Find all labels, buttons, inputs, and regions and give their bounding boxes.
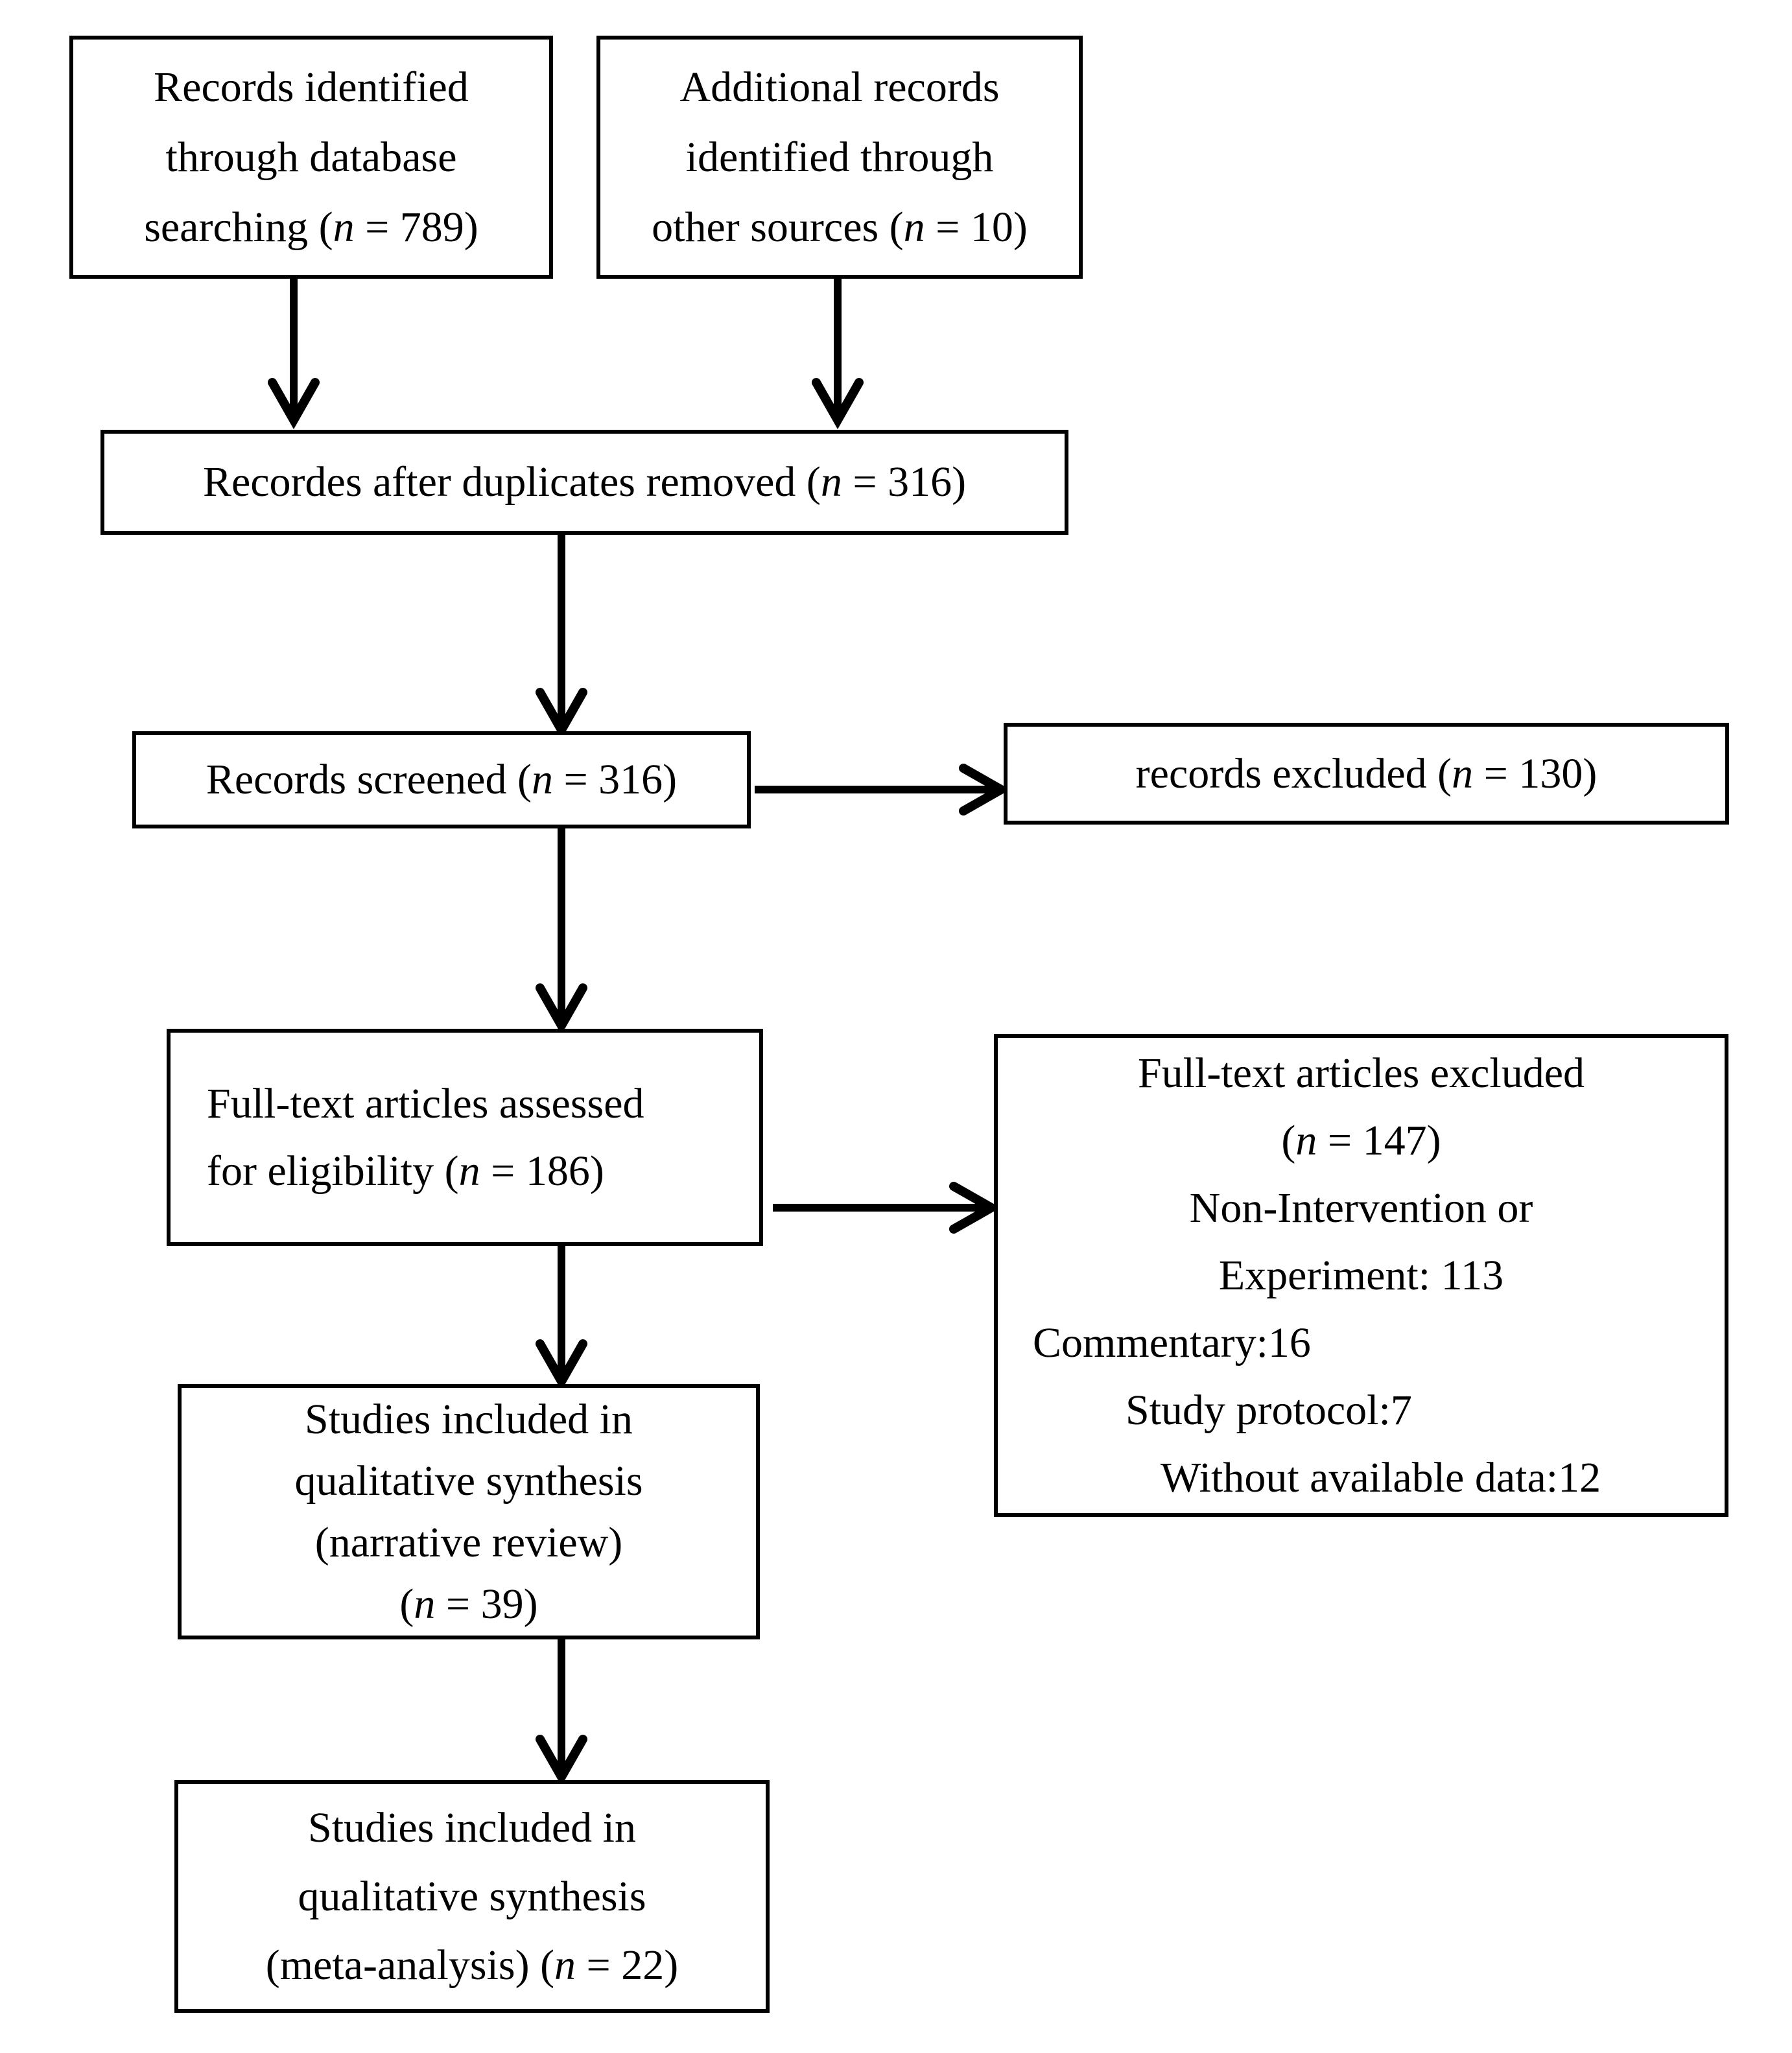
box-records-excluded: records excluded (n = 130): [1004, 723, 1729, 825]
box-records-screened: Records screened (n = 316): [132, 731, 751, 828]
box-text-line: (meta-analysis) (n = 22): [265, 1941, 679, 1989]
box-text-line: Non-Intervention or: [1189, 1184, 1533, 1232]
box-studies-qualitative-synthesis-meta-analysis: Studies included in qualitative synthesis…: [174, 1780, 770, 2013]
box-text-line: Experiment: 113: [1218, 1251, 1504, 1299]
box-studies-qualitative-synthesis-narrative: Studies included in qualitative synthesis…: [178, 1384, 760, 1639]
box-text-line: other sources (n = 10): [652, 203, 1028, 251]
box-text-line: qualitative synthesis: [294, 1457, 643, 1505]
box-fulltext-articles-excluded: Full-text articles excluded (n = 147) Non-…: [994, 1034, 1728, 1517]
box-text-line: Records screened (n = 316): [206, 756, 678, 803]
arrow-head-icon: [268, 378, 320, 430]
arrow-head-icon: [959, 764, 1011, 815]
arrow-fulltext-to-qualitative: [536, 1246, 587, 1391]
box-text-line: Recordes after duplicates removed (n = 3…: [202, 458, 967, 506]
arrow-head-icon: [536, 1339, 587, 1391]
arrow-qualitative-to-meta: [536, 1639, 587, 1787]
box-text-line: Studies included in: [308, 1803, 636, 1851]
box-text-line: Full-text articles excluded: [1137, 1049, 1585, 1097]
box-records-after-duplicates-removed: Recordes after duplicates removed (n = 3…: [100, 430, 1068, 535]
box-text-line: Studies included in: [305, 1396, 633, 1443]
arrow-screened-to-excluded: [755, 764, 1011, 815]
box-text-line: Records identified: [154, 63, 469, 111]
arrow-other-to-duplicates: [812, 279, 864, 430]
box-fulltext-articles-assessed: Full-text articles assessed for eligibili…: [167, 1029, 763, 1246]
box-text-line: (narrative review): [314, 1519, 623, 1566]
box-additional-records-other-sources: Additional records identified through othe…: [596, 36, 1083, 279]
box-text-line: Without available data:12: [1161, 1453, 1601, 1501]
box-text-line: through database: [165, 133, 457, 181]
box-text-line: Additional records: [679, 63, 1000, 111]
arrow-head-icon: [949, 1182, 1001, 1234]
arrow-fulltext-to-excluded: [773, 1182, 1001, 1234]
arrow-duplicates-to-screened: [536, 535, 587, 740]
box-text-line: for eligibility (n = 186): [207, 1147, 604, 1195]
box-text-line: (n = 39): [399, 1580, 538, 1628]
box-text-line: records excluded (n = 130): [1135, 749, 1597, 797]
arrow-screened-to-fulltext: [536, 828, 587, 1035]
box-text-line: Study protocol:7: [1126, 1386, 1412, 1434]
box-text-line: Full-text articles assessed: [207, 1079, 644, 1127]
box-text-line: searching (n = 789): [144, 203, 478, 251]
box-text-line: qualitative synthesis: [298, 1872, 646, 1920]
box-text-line: identified through: [685, 133, 994, 181]
arrow-database-to-duplicates: [268, 279, 320, 430]
box-text-line: (n = 147): [1281, 1116, 1441, 1164]
arrow-head-icon: [536, 1735, 587, 1787]
arrow-head-icon: [536, 688, 587, 740]
box-records-identified-database: Records identified through database search…: [69, 36, 553, 279]
arrow-head-icon: [536, 983, 587, 1035]
box-text-line: Commentary:16: [1033, 1319, 1311, 1367]
arrow-head-icon: [812, 378, 864, 430]
